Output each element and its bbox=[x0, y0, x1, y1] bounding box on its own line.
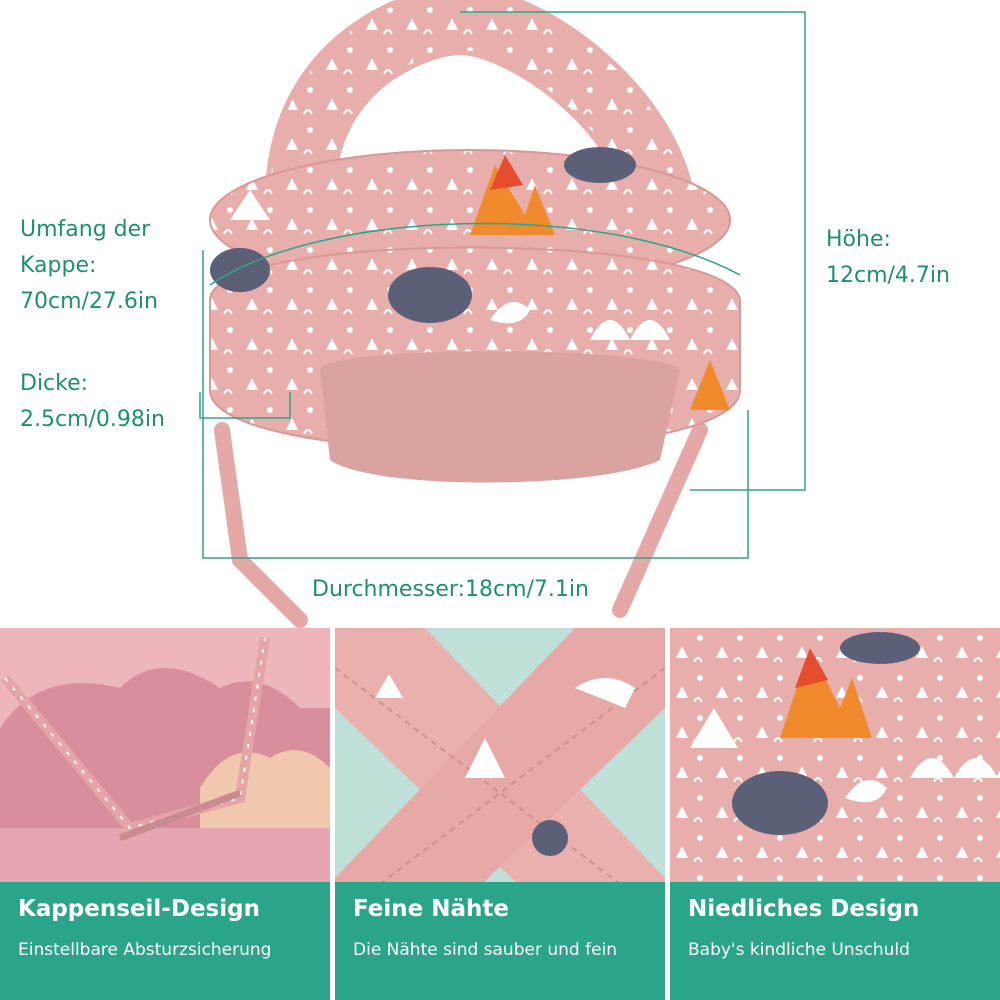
feature-caption: Niedliches Design Baby's kindliche Unsch… bbox=[670, 882, 1000, 1000]
feature-panel-design: Niedliches Design Baby's kindliche Unsch… bbox=[670, 628, 1000, 1000]
feature-subtitle: Baby's kindliche Unschuld bbox=[688, 940, 910, 960]
feature-title: Kappenseil-Design bbox=[18, 896, 260, 922]
feature-panel-seams: Feine Nähte Die Nähte sind sauber und fe… bbox=[335, 628, 665, 1000]
feature-panel-strap: Kappenseil-Design Einstellbare Absturzsi… bbox=[0, 628, 330, 1000]
feature-title: Niedliches Design bbox=[688, 896, 920, 922]
feature-caption: Kappenseil-Design Einstellbare Absturzsi… bbox=[0, 882, 330, 1000]
thickness-label: Dicke: 2.5cm/0.98in bbox=[20, 371, 165, 432]
product-hero: Umfang der Kappe: 70cm/27.6in Dicke: 2.5… bbox=[20, 0, 950, 628]
feature-subtitle: Einstellbare Absturzsicherung bbox=[18, 940, 272, 960]
diameter-label: Durchmesser:18cm/7.1in bbox=[312, 577, 589, 602]
feature-subtitle: Die Nähte sind sauber und fein bbox=[353, 940, 618, 960]
feature-title: Feine Nähte bbox=[353, 896, 509, 922]
height-label: Höhe: 12cm/4.7in bbox=[826, 227, 950, 288]
helmet-illustration bbox=[199, 0, 806, 628]
circumference-label: Umfang der Kappe: 70cm/27.6in bbox=[20, 217, 158, 314]
feature-caption: Feine Nähte Die Nähte sind sauber und fe… bbox=[335, 882, 665, 1000]
